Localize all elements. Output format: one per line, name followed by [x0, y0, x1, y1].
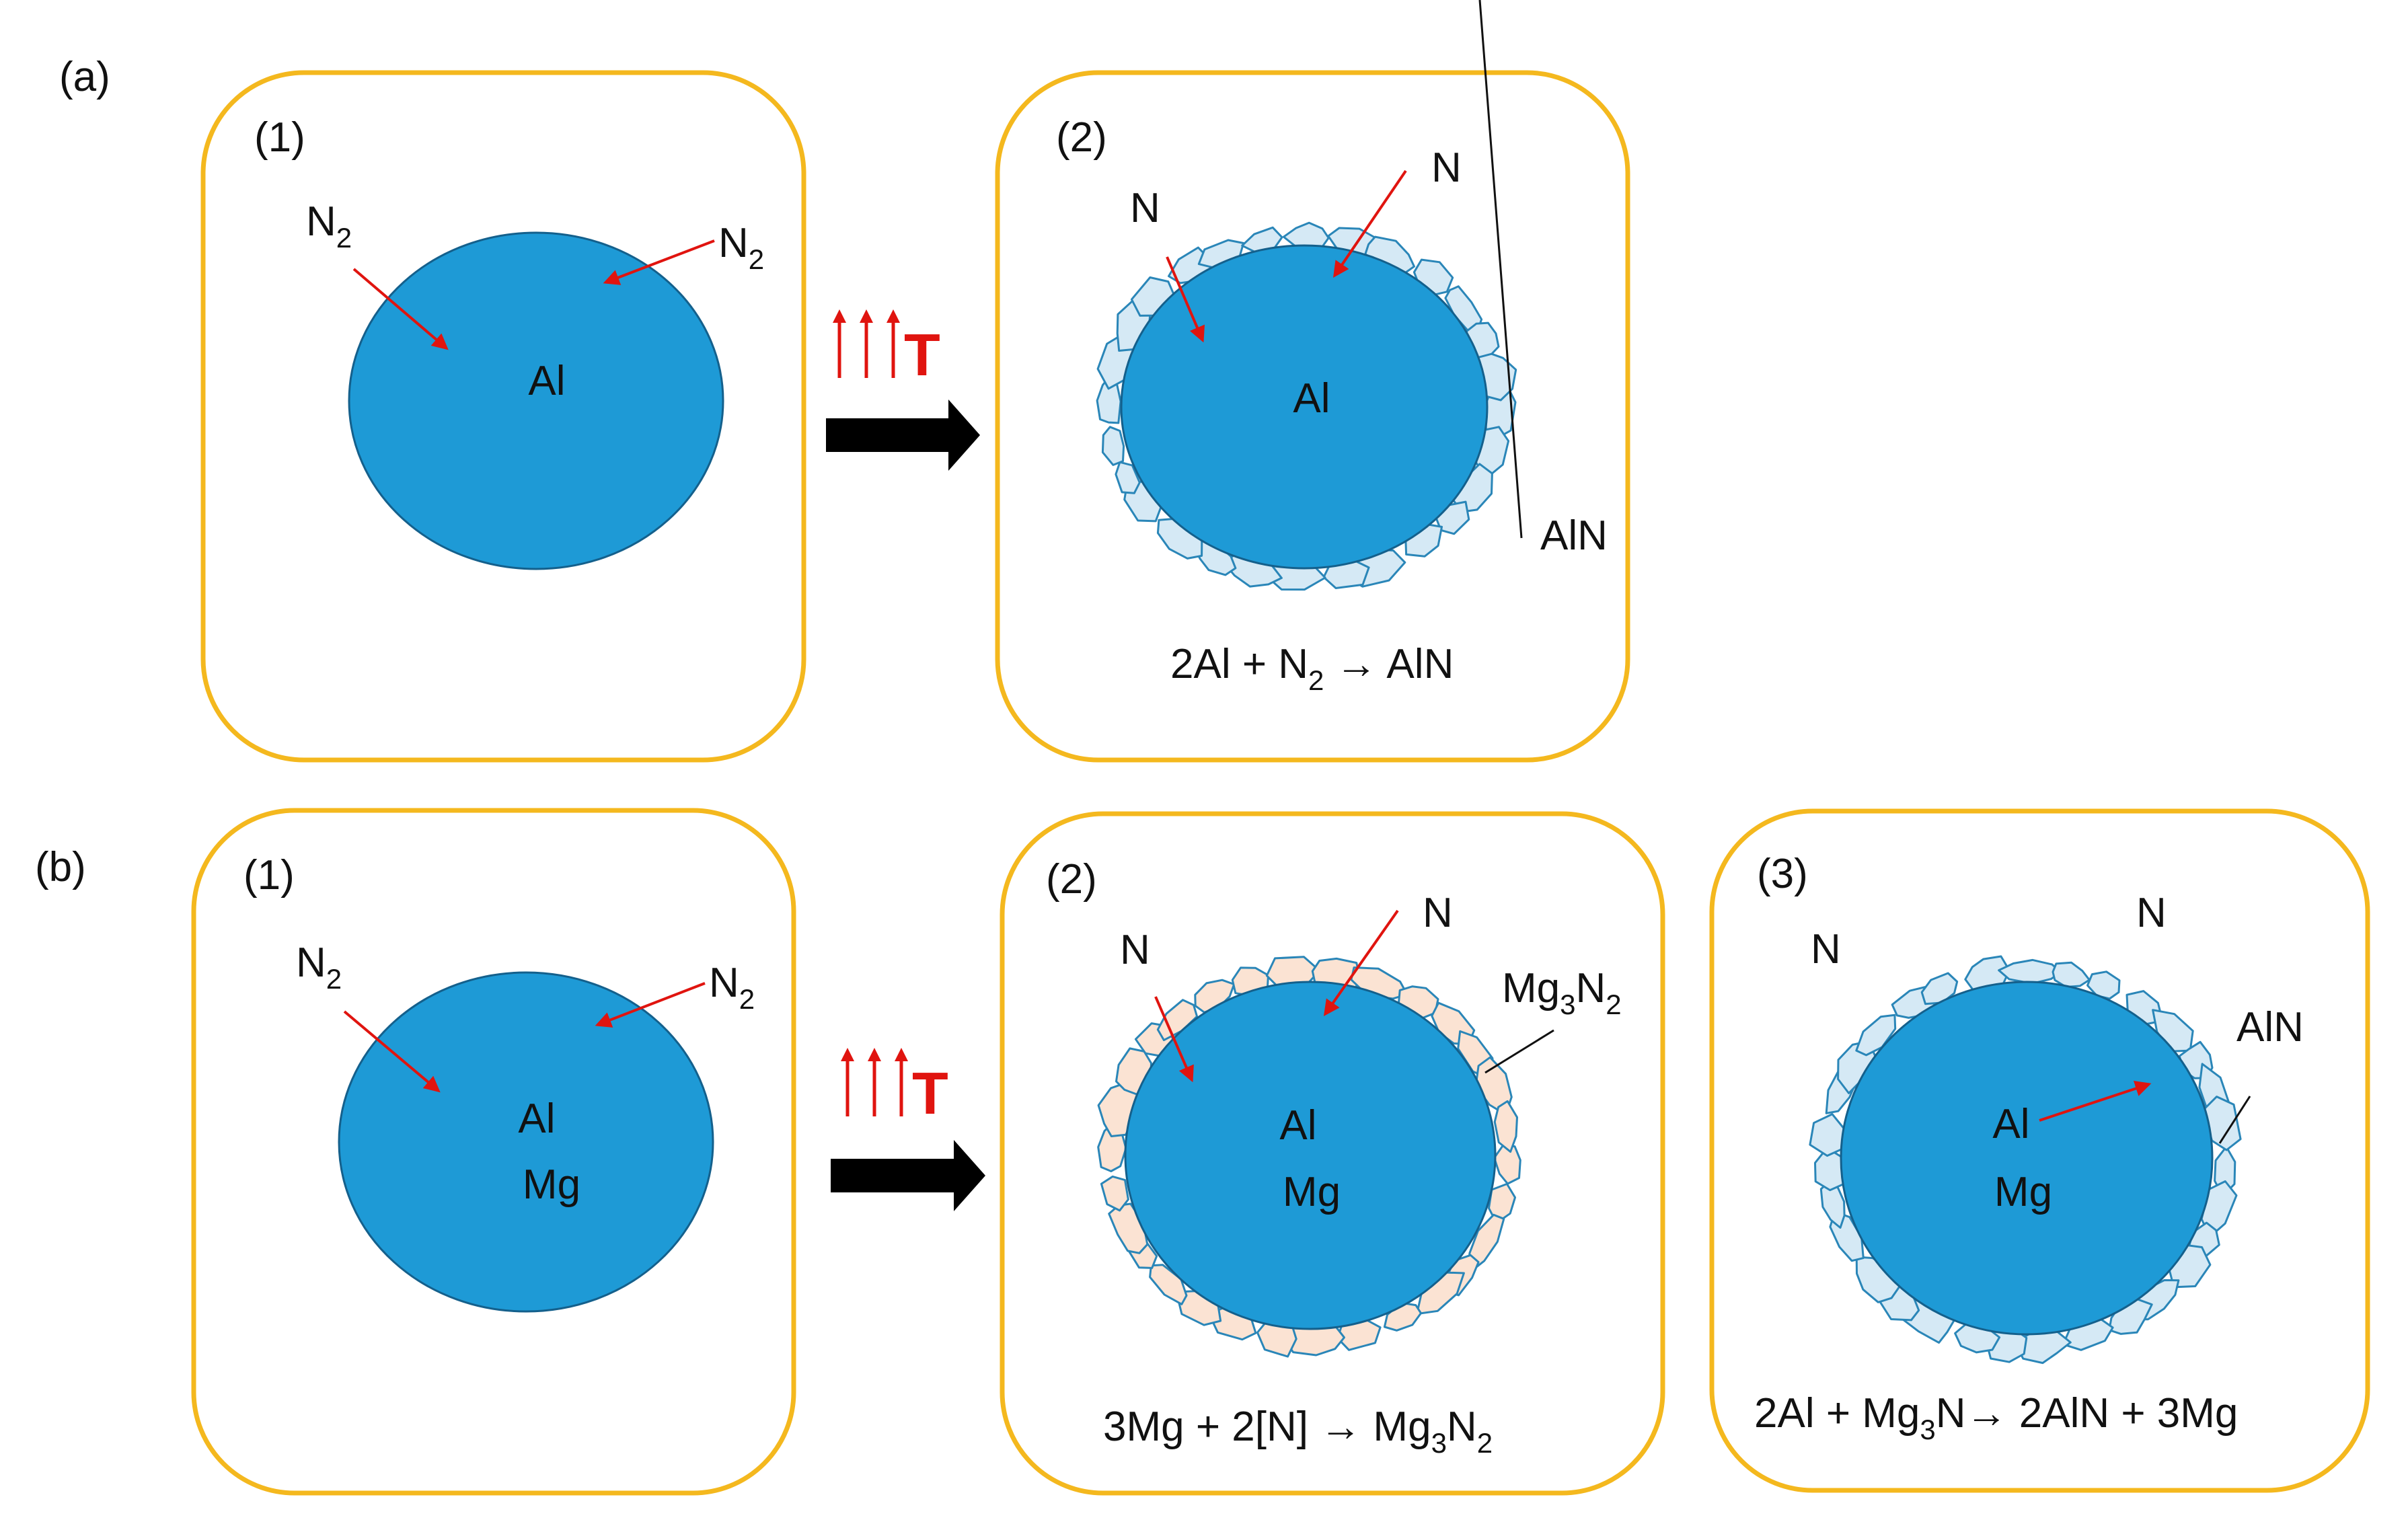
row-a-label: (a)	[59, 54, 110, 100]
al-mg-alloy-droplet	[338, 971, 714, 1313]
panel-b3-n-left: N	[1811, 926, 1841, 972]
n2-diffusion-arrow-left	[343, 1010, 441, 1093]
shell-grain	[1466, 1213, 1505, 1275]
panel-a2-n-left: N	[1130, 185, 1160, 231]
shell-grain	[2086, 970, 2121, 1000]
panel-b1: (1) Al Mg N2 N2	[191, 808, 796, 1496]
shell-grain	[2052, 961, 2091, 988]
panel-a2-shell-label: AlN	[1540, 512, 1608, 559]
shell-grain	[1115, 461, 1141, 494]
aln-leader-line	[1478, 0, 1523, 539]
panel-b2-n-left: N	[1120, 927, 1150, 973]
panel-b1-core-al: Al	[518, 1096, 555, 1142]
n2-diffusion-arrow-right	[603, 239, 715, 285]
shell-grain	[1101, 426, 1125, 466]
panel-b3-core-al: Al	[1992, 1101, 2029, 1147]
panel-a2: (2) Al N N AlN 2Al + N2 → AlN	[995, 0, 1630, 763]
shell-grain	[1998, 958, 2062, 985]
temperature-label-a: T	[904, 321, 940, 388]
panel-b2-number: (2)	[1046, 856, 1097, 903]
process-arrow-b	[831, 1140, 985, 1211]
shell-grain	[1819, 1181, 1846, 1229]
n-diffusion-arrow-left	[1154, 996, 1194, 1083]
panel-b1-number: (1)	[243, 852, 295, 899]
n-diffusion-arrow-left	[1166, 256, 1205, 343]
al-mg-alloy-droplet	[1124, 981, 1497, 1330]
panel-b2-shell-label: Mg3N2	[1502, 965, 1622, 1020]
panel-b2-equation: 3Mg + 2[N] → Mg3N2	[1103, 1404, 1493, 1459]
shell-grain	[1488, 1182, 1516, 1224]
triple-up-arrow-icon	[833, 309, 900, 378]
panel-b2-n-right: N	[1423, 890, 1453, 936]
row-b-label: (b)	[35, 844, 86, 890]
panel-b3-shell-label: AlN	[2236, 1004, 2304, 1050]
n-diffusion-arrow-right	[1332, 169, 1407, 278]
panel-a1-n2-right: N2	[718, 220, 764, 275]
panel-a2-equation: 2Al + N2 → AlN	[1170, 641, 1454, 696]
n2-diffusion-arrow-right	[595, 982, 706, 1028]
panel-a1: (1) Al N2 N2	[200, 70, 806, 763]
panel-b1-n2-left: N2	[296, 940, 342, 995]
panel-b2-core-mg: Mg	[1283, 1169, 1341, 1215]
shell-grain	[1920, 972, 1959, 1005]
panel-b1-n2-right: N2	[709, 960, 755, 1015]
panel-b3: (3) Al Mg N N AlN 2Al + Mg3N→ 2AlN + 3Mg	[1709, 808, 2370, 1493]
heat-step-b: T	[831, 1048, 985, 1211]
triple-up-arrow-icon	[841, 1048, 908, 1116]
panel-a1-number: (1)	[254, 114, 305, 161]
process-arrow-a	[826, 399, 980, 471]
shell-grain	[1100, 1175, 1129, 1212]
heat-step-a: T	[826, 309, 980, 471]
aluminum-droplet	[348, 231, 724, 570]
aluminum-droplet	[1120, 244, 1489, 570]
aln-leader-line	[2218, 1096, 2251, 1144]
aln-shell-grains	[1096, 221, 1517, 591]
al-mg-alloy-droplet	[1840, 981, 2214, 1336]
panel-a2-n-right: N	[1431, 145, 1462, 191]
panel-a1-core-label: Al	[528, 358, 565, 404]
shell-grain	[1149, 1264, 1188, 1305]
panel-b1-core-mg: Mg	[523, 1161, 580, 1208]
shell-grain	[1096, 375, 1122, 424]
panel-b3-number: (3)	[1757, 851, 1808, 897]
panel-a2-core-label: Al	[1293, 375, 1330, 422]
panel-a2-number: (2)	[1056, 114, 1107, 161]
panel-b2-core-al: Al	[1279, 1102, 1316, 1149]
al-outward-diffusion-arrow	[2039, 1081, 2152, 1122]
panel-a1-n2-left: N2	[306, 198, 352, 254]
panel-b3-n-right: N	[2136, 890, 2167, 936]
aln-shell-grains	[1809, 955, 2242, 1365]
panel-b2: (2) Al Mg N N Mg3N2 3Mg + 2[N] → Mg3N2	[1000, 811, 1665, 1496]
panel-b3-equation: 2Al + Mg3N→ 2AlN + 3Mg	[1754, 1390, 2238, 1445]
n-diffusion-arrow-right	[1323, 909, 1399, 1016]
mg3n2-leader-line	[1484, 1029, 1554, 1074]
shell-grain	[1855, 1014, 1897, 1057]
shell-grain	[1493, 1100, 1518, 1153]
temperature-label-b: T	[912, 1060, 948, 1126]
panel-b3-core-mg: Mg	[1994, 1169, 2052, 1215]
n2-diffusion-arrow-left	[352, 268, 449, 350]
